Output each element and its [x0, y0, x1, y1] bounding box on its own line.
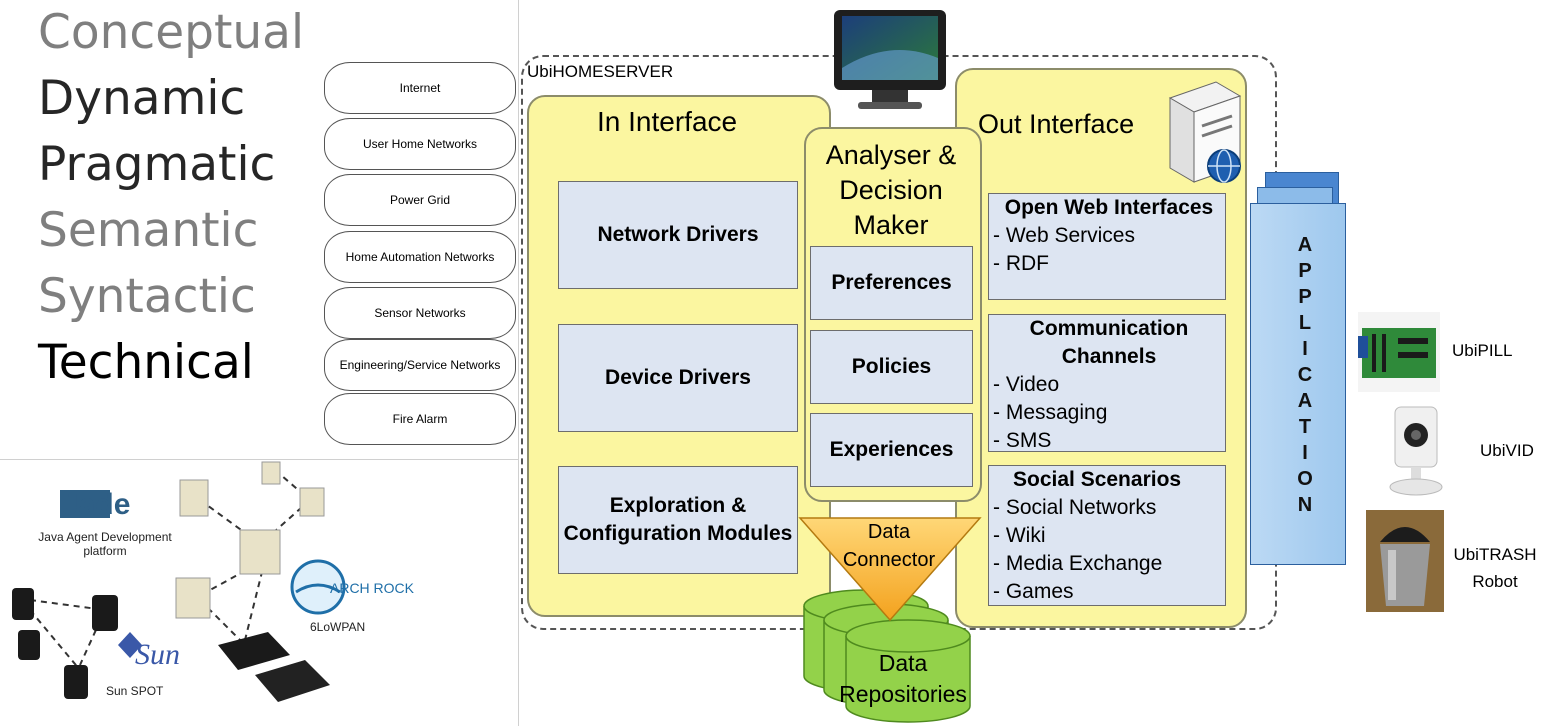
ubitrash-label: UbiTRASH Robot	[1453, 545, 1537, 591]
network-cloud: Home Automation Networks	[324, 231, 516, 283]
network-drivers-box: Network Drivers	[558, 181, 798, 289]
sun-logo: Sun	[135, 638, 180, 671]
level-technical: Technical	[38, 335, 254, 390]
open-web-interfaces-box: Open Web Interfaces - Web Services - RDF	[988, 193, 1226, 300]
ubitrash-image	[1366, 510, 1444, 612]
level-syntactic: Syntactic	[38, 269, 256, 324]
level-dynamic: Dynamic	[38, 71, 246, 126]
list-item: - Messaging	[993, 401, 1108, 424]
list-item: - SMS	[993, 429, 1052, 452]
list-item: - Video	[993, 373, 1060, 396]
server-tower-icon	[1168, 81, 1242, 183]
sun-spot-label: Sun SPOT	[106, 684, 164, 698]
policies-box: Policies	[810, 330, 973, 404]
network-cloud: Sensor Networks	[324, 287, 516, 339]
divider-vertical	[518, 0, 519, 726]
network-cloud: User Home Networks	[324, 118, 516, 170]
communication-channels-heading: Communication Channels	[1029, 317, 1189, 368]
social-scenarios-heading: Social Scenarios	[1013, 468, 1182, 491]
list-item: - Wiki	[993, 524, 1046, 547]
divider-horizontal	[0, 459, 518, 460]
social-scenarios-box: Social Scenarios - Social Networks - Wik…	[988, 465, 1226, 606]
platform-illustration	[12, 461, 346, 702]
level-semantic: Semantic	[38, 203, 259, 258]
network-cloud: Power Grid	[324, 174, 516, 226]
network-cloud: Fire Alarm	[324, 393, 516, 445]
list-item: - Social Networks	[993, 496, 1157, 519]
in-interface-title: In Interface	[597, 106, 738, 137]
ubivid-image	[1389, 406, 1443, 496]
interoperability-levels: Conceptual Dynamic Pragmatic Semantic Sy…	[38, 0, 304, 396]
jade-caption: Java Agent Development platform	[38, 530, 172, 558]
level-conceptual: Conceptual	[38, 5, 305, 60]
preferences-box: Preferences	[810, 246, 973, 320]
ubipill-label: UbiPILL	[1452, 341, 1513, 360]
data-connector-funnel	[798, 517, 982, 622]
analyser-title: Analyser & Decision Maker	[825, 140, 957, 240]
network-cloud: Engineering/Service Networks	[324, 339, 516, 391]
ubivid-label: UbiVID	[1480, 441, 1534, 460]
arch-rock-logo: ARCH ROCK	[330, 580, 415, 596]
network-cloud: Internet	[324, 62, 516, 114]
device-drivers-box: Device Drivers	[558, 324, 798, 432]
sixlowpan-label: 6LoWPAN	[310, 620, 366, 634]
list-item: - Media Exchange	[993, 552, 1163, 575]
experiences-box: Experiences	[810, 413, 973, 487]
open-web-interfaces-heading: Open Web Interfaces	[1004, 196, 1214, 219]
level-pragmatic: Pragmatic	[38, 137, 276, 192]
data-repositories-cylinders	[803, 589, 971, 723]
communication-channels-box: Communication Channels - Video - Messagi…	[988, 314, 1226, 452]
data-repositories-label: Data Repositories	[839, 650, 967, 707]
list-item: - Games	[993, 580, 1074, 603]
exploration-modules-box: Exploration & Configuration Modules	[558, 466, 798, 574]
server-title: UbiHOMESERVER	[527, 62, 674, 81]
ubipill-image	[1358, 312, 1440, 392]
list-item: - Web Services	[993, 224, 1135, 247]
out-interface-title: Out Interface	[978, 109, 1135, 139]
monitor-icon	[834, 10, 946, 109]
data-connector-label: Data Connector	[842, 521, 936, 571]
jade-logo: Jade	[62, 488, 131, 521]
application-bar	[1250, 203, 1346, 565]
list-item: - RDF	[993, 252, 1049, 275]
